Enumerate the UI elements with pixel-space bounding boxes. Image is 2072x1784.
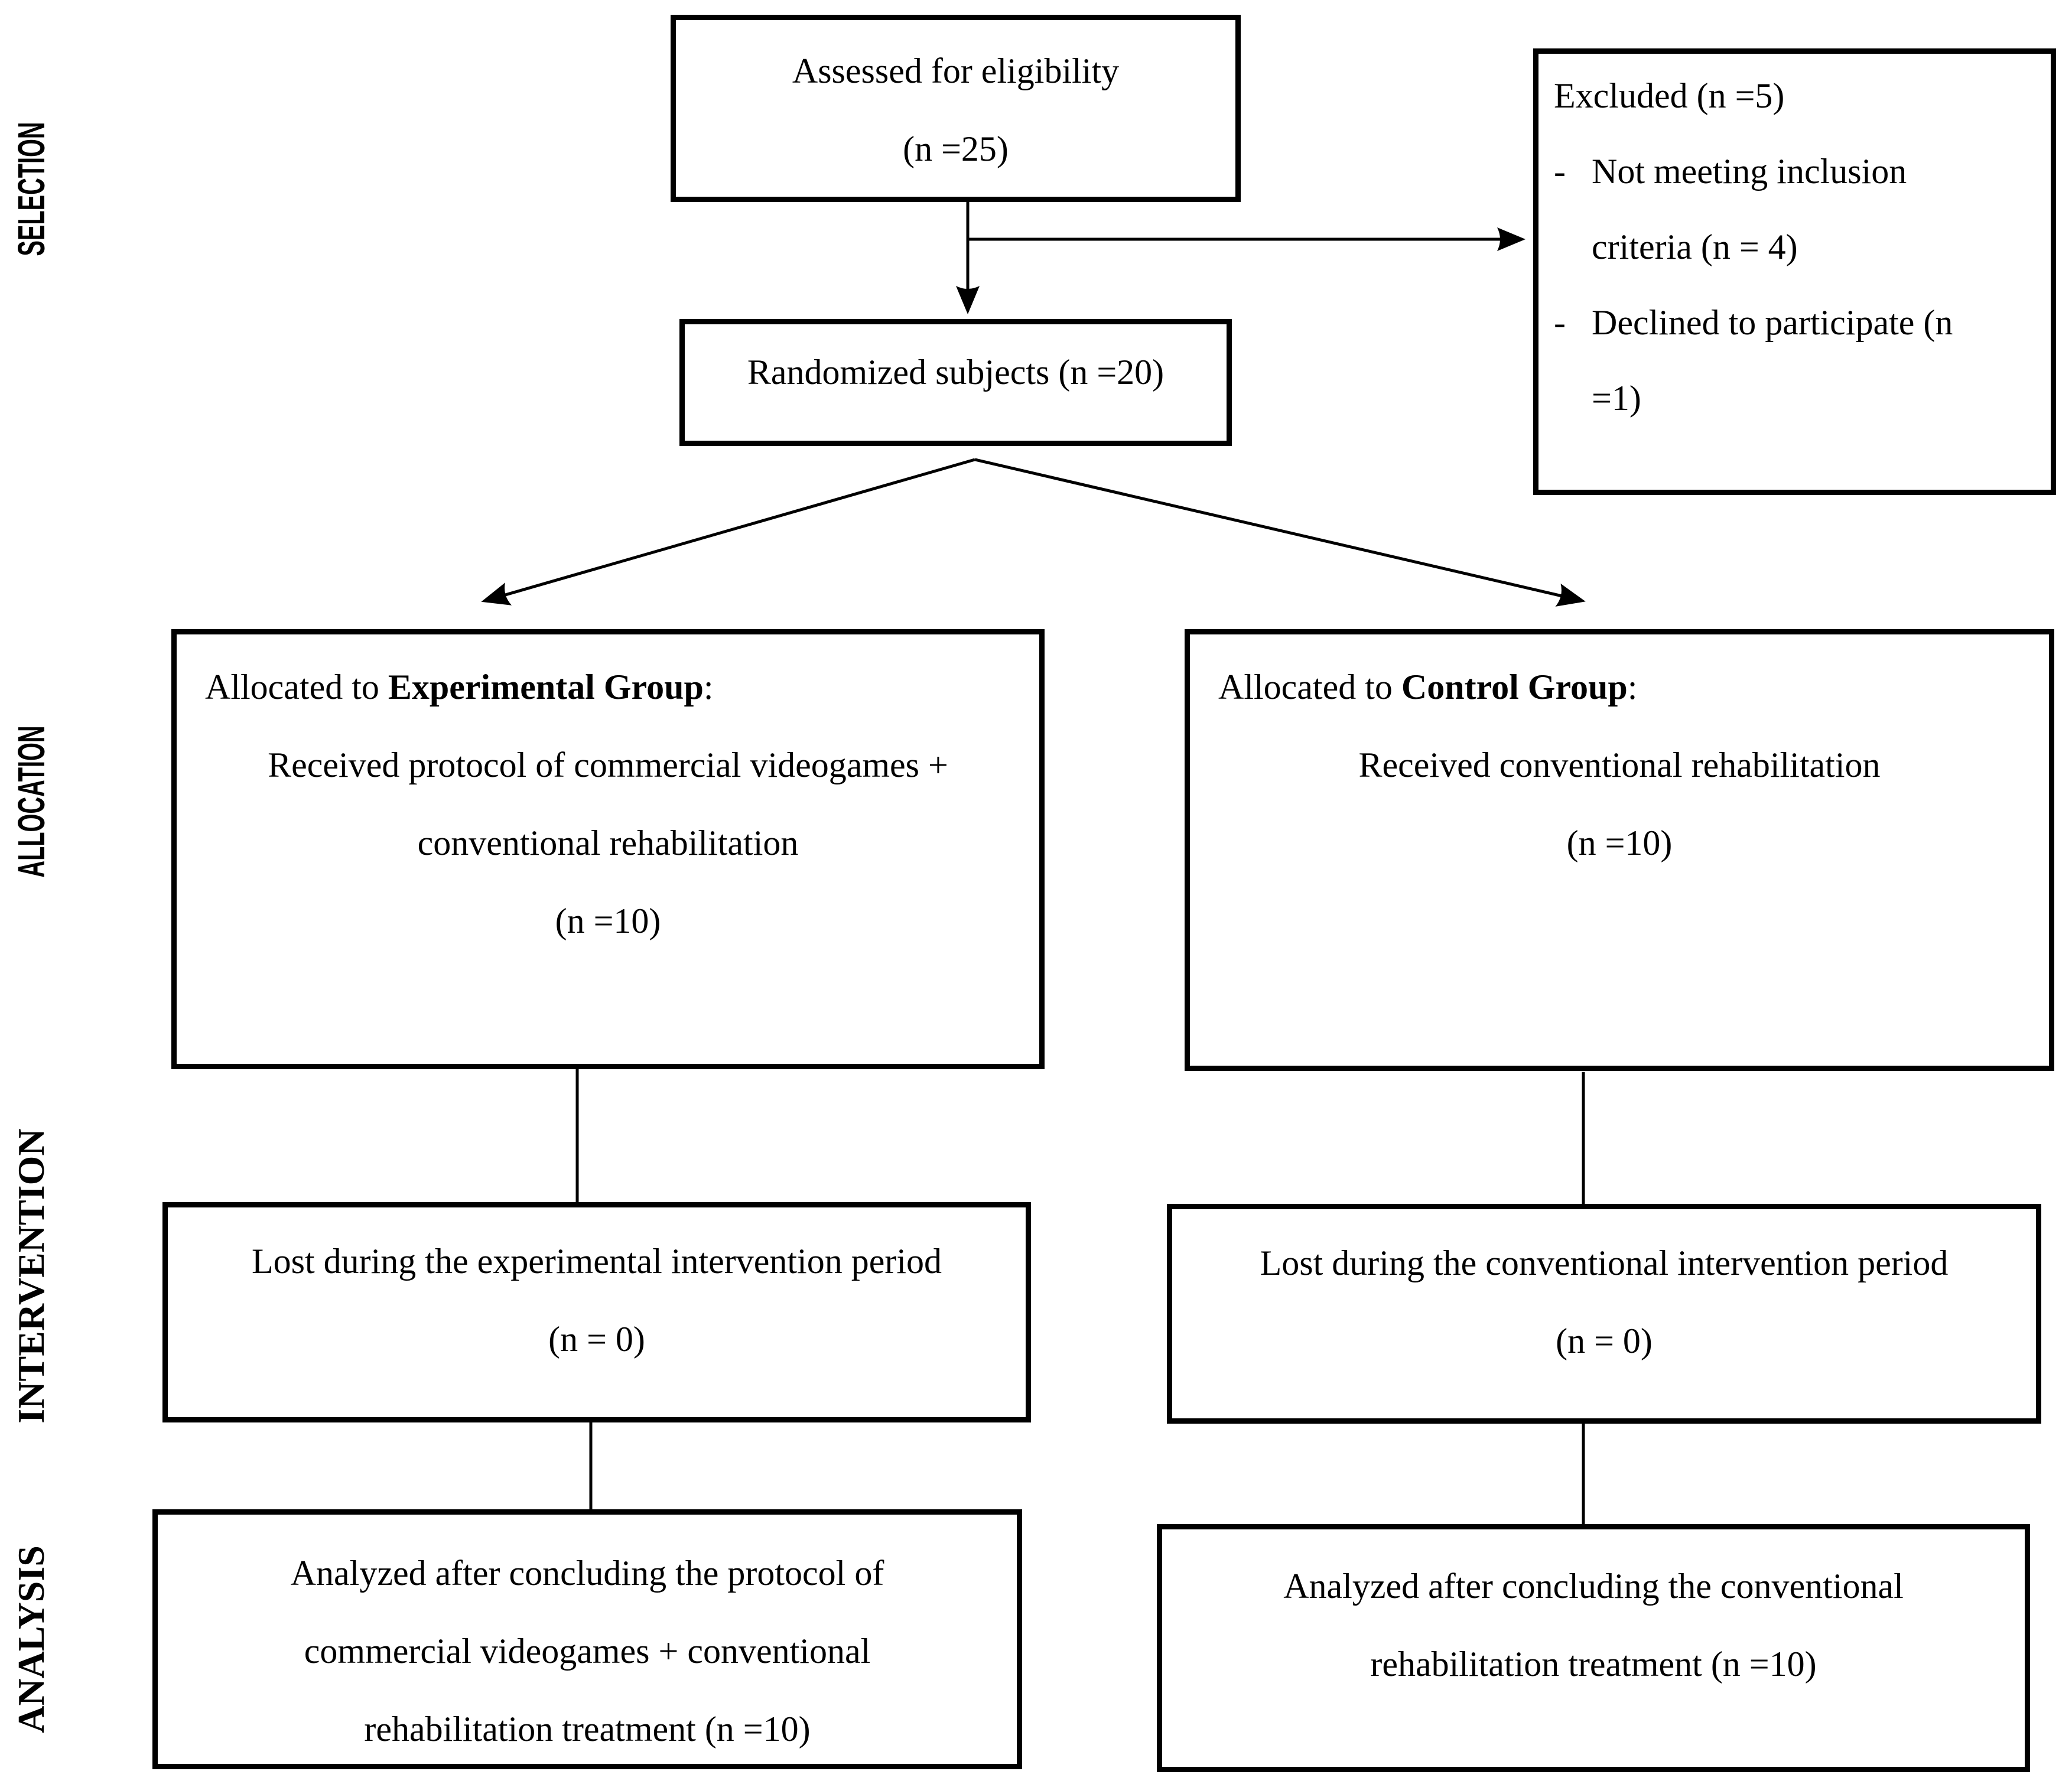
- assessed-line-1: Assessed for eligibility: [792, 51, 1120, 90]
- excluded-item-2-text: Declined to participate (n =1): [1592, 303, 1953, 418]
- connector-randomized-to-experimental: [481, 458, 975, 605]
- box-assessed-for-eligibility: Assessed for eligibility (n =25): [671, 15, 1241, 202]
- ana-ctl-line-2: rehabilitation treatment (n =10): [1370, 1645, 1817, 1684]
- alloc-exp-line-1: Received protocol of commercial videogam…: [268, 745, 948, 784]
- lost-exp-line-1: Lost during the experimental interventio…: [251, 1242, 942, 1281]
- alloc-ctl-intro-suffix: :: [1627, 668, 1638, 707]
- alloc-ctl-line-1: Received conventional rehabilitation: [1358, 745, 1881, 784]
- alloc-ctl-line-2: (n =10): [1566, 823, 1673, 862]
- stage-label-selection-text: SELECTION: [10, 122, 53, 256]
- stage-label-intervention: INTERVENTION: [9, 1128, 53, 1423]
- connector-randomized-to-control: [974, 458, 1586, 607]
- stage-label-intervention-text: INTERVENTION: [10, 1128, 52, 1424]
- ana-ctl-line-1: Analyzed after concluding the convention…: [1283, 1567, 1904, 1606]
- alloc-ctl-intro-prefix: Allocated to: [1218, 668, 1401, 707]
- alloc-exp-intro-prefix: Allocated to: [205, 668, 388, 707]
- excluded-item-1-bullet: -: [1554, 152, 1566, 191]
- alloc-ctl-intro: Allocated to Control Group:: [1190, 648, 2049, 726]
- alloc-ctl-intro-bold: Control Group: [1401, 668, 1628, 707]
- stage-label-analysis: ANALYSIS: [9, 1545, 53, 1733]
- stage-label-analysis-text: ANALYSIS: [10, 1545, 52, 1733]
- box-analyzed-control: Analyzed after concluding the convention…: [1157, 1524, 2030, 1772]
- box-analyzed-experimental: Analyzed after concluding the protocol o…: [152, 1509, 1022, 1769]
- alloc-exp-intro-bold: Experimental Group: [388, 668, 704, 707]
- box-allocated-control-group: Allocated to Control Group: Received con…: [1185, 629, 2054, 1071]
- stage-label-allocation: ALLOCATION: [9, 679, 54, 924]
- box-excluded: Excluded (n =5) - Not meeting inclusion …: [1533, 48, 2056, 495]
- lost-ctl-line-2: (n = 0): [1556, 1321, 1653, 1360]
- box-allocated-experimental-group: Allocated to Experimental Group: Receive…: [171, 629, 1045, 1069]
- stage-label-selection: SELECTION: [9, 81, 54, 297]
- alloc-exp-intro-suffix: :: [703, 668, 714, 707]
- randomized-line-1: Randomized subjects (n =20): [747, 353, 1165, 392]
- stage-label-allocation-text: ALLOCATION: [10, 725, 53, 878]
- box-lost-conventional-intervention: Lost during the conventional interventio…: [1167, 1204, 2041, 1424]
- ana-exp-line-1: Analyzed after concluding the protocol o…: [290, 1554, 884, 1593]
- excluded-title: Excluded (n =5): [1554, 76, 1785, 115]
- box-lost-experimental-intervention: Lost during the experimental interventio…: [162, 1202, 1031, 1422]
- alloc-exp-line-3: (n =10): [555, 901, 661, 940]
- assessed-line-2: (n =25): [903, 129, 1009, 168]
- lost-ctl-line-1: Lost during the conventional interventio…: [1260, 1243, 1949, 1282]
- alloc-exp-line-2: conventional rehabilitation: [417, 823, 799, 862]
- excluded-item-1-text: Not meeting inclusion criteria (n = 4): [1592, 152, 1907, 266]
- ana-exp-line-2: commercial videogames + conventional: [304, 1632, 871, 1671]
- box-randomized-subjects: Randomized subjects (n =20): [679, 319, 1232, 446]
- alloc-exp-intro: Allocated to Experimental Group:: [177, 648, 1039, 726]
- lost-exp-line-2: (n = 0): [548, 1320, 645, 1359]
- excluded-item-2-bullet: -: [1554, 303, 1566, 342]
- excluded-item-2: - Declined to participate (n =1): [1554, 285, 2039, 436]
- excluded-item-1: - Not meeting inclusion criteria (n = 4): [1554, 134, 2039, 285]
- ana-exp-line-3: rehabilitation treatment (n =10): [364, 1710, 811, 1749]
